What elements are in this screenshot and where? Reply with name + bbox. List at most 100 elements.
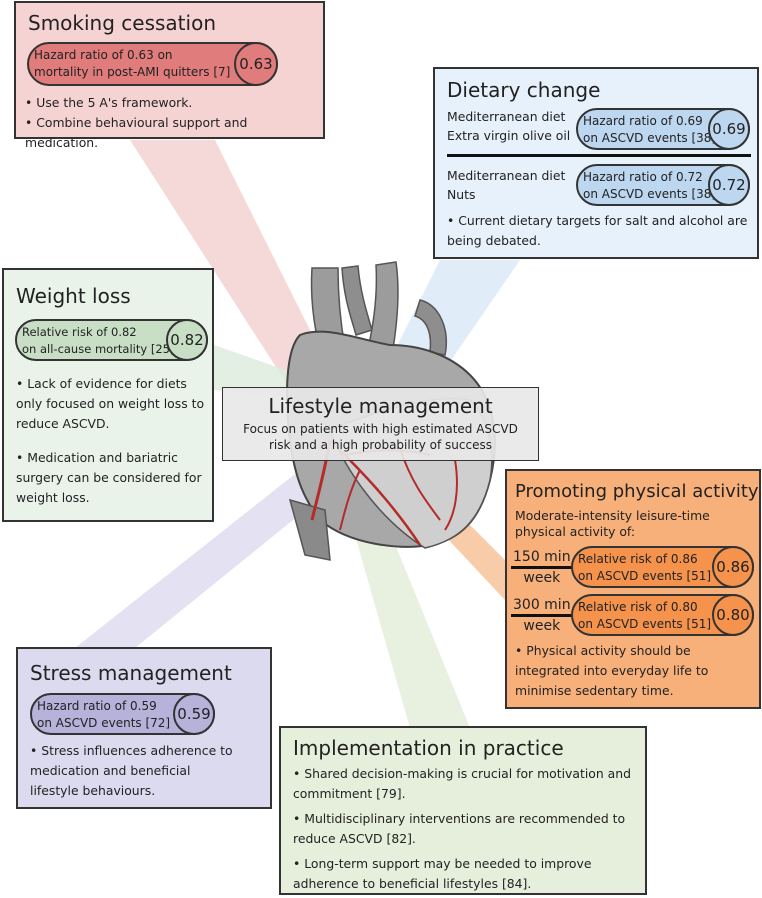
weight-stat-line1: Relative risk of 0.82	[22, 325, 137, 339]
diet-row2-label1: Mediterranean diet	[447, 168, 566, 183]
activity-row1-stat-text: Relative risk of 0.86 on ASCVD events [5…	[578, 551, 711, 585]
diet-row1-value: 0.69	[708, 108, 750, 150]
lifestyle-management-panel: Lifestyle management Focus on patients w…	[222, 387, 539, 461]
diet-row1-label1: Mediterranean diet	[447, 109, 566, 124]
activity-row1-stat-line2: on ASCVD events [51]	[578, 569, 712, 583]
diet-row2-stat-line1: Hazard ratio of 0.72	[583, 170, 703, 184]
activity-row2-stat-line1: Relative risk of 0.80	[578, 600, 698, 614]
smoking-stat-value: 0.63	[234, 42, 278, 86]
activity-bullet-line2: integrated into everyday life to	[515, 663, 709, 678]
activity-row1-den: week	[523, 570, 561, 586]
activity-row2-pill: Relative risk of 0.80 on ASCVD events [5…	[571, 594, 754, 636]
diet-row1-pill: Hazard ratio of 0.69 on ASCVD events [38…	[576, 108, 750, 150]
stress-stat-pill: Hazard ratio of 0.59 on ASCVD events [72…	[30, 693, 215, 735]
weight-stat-text: Relative risk of 0.82 on all-cause morta…	[22, 324, 174, 358]
smoking-bullet-2: • Combine behavioural support and medica…	[25, 115, 248, 150]
beam-implementation	[345, 495, 470, 728]
stress-bullet-line2: medication and beneficial	[30, 763, 191, 778]
weight-bullet2-line2: surgery can be considered for	[16, 470, 202, 485]
activity-intro: Moderate-intensity leisure-time physical…	[515, 508, 710, 540]
implementation-bullets: • Shared decision-making is crucial for …	[293, 764, 631, 894]
activity-row2-value: 0.80	[712, 594, 754, 636]
beam-weight	[214, 345, 300, 400]
diet-title: Dietary change	[447, 78, 601, 102]
physical-activity-panel: Promoting physical activity Moderate-int…	[505, 469, 761, 709]
dietary-change-panel: Dietary change Mediterranean diet Extra …	[433, 67, 759, 259]
activity-row2-stat-text: Relative risk of 0.80 on ASCVD events [5…	[578, 599, 711, 633]
stress-bullet-line1: • Stress influences adherence to	[30, 743, 233, 758]
weight-bullet2-line1: • Medication and bariatric	[16, 450, 178, 465]
impl-bullet2-line1: • Multidisciplinary interventions are re…	[293, 811, 626, 826]
weight-bullet1-line2: only focused on weight loss to	[16, 396, 205, 411]
impl-bullet3-line1: • Long-term support may be needed to imp…	[293, 856, 592, 871]
diet-bullet-line1: • Current dietary targets for salt and a…	[447, 213, 748, 228]
diet-row2-value: 0.72	[708, 164, 750, 206]
smoking-stat-pill: Hazard ratio of 0.63 on mortality in pos…	[27, 42, 278, 86]
stress-bullet-line3: lifestyle behaviours.	[30, 783, 156, 798]
center-title: Lifestyle management	[268, 394, 493, 418]
weight-bullet2-line3: weight loss.	[16, 490, 90, 505]
diet-bullets: • Current dietary targets for salt and a…	[447, 211, 747, 251]
activity-row1-num: 150 min	[511, 549, 573, 569]
activity-row2-fraction: 300 min week	[511, 597, 573, 634]
diet-row2-stat-line2: on ASCVD events [38]	[583, 187, 717, 201]
activity-row1-fraction: 150 min week	[511, 549, 573, 586]
diet-row2-pill: Hazard ratio of 0.72 on ASCVD events [38…	[576, 164, 750, 206]
activity-title: Promoting physical activity	[515, 481, 759, 502]
diet-row1-stat-line1: Hazard ratio of 0.69	[583, 114, 703, 128]
center-line2: risk and a high probability of success	[269, 438, 492, 452]
weight-bullets: • Lack of evidence for diets only focuse…	[16, 374, 204, 508]
stress-stat-line2: on ASCVD events [72]	[37, 716, 171, 730]
impl-bullet2-line2: reduce ASCVD [82].	[293, 831, 416, 846]
center-line1: Focus on patients with high estimated AS…	[243, 422, 518, 436]
activity-row2-stat-line2: on ASCVD events [51]	[578, 617, 712, 631]
heart-icon	[286, 261, 496, 561]
diet-row1-label: Mediterranean diet Extra virgin olive oi…	[447, 107, 570, 145]
weight-stat-pill: Relative risk of 0.82 on all-cause morta…	[15, 319, 208, 361]
smoking-bullets: • Use the 5 A's framework. • Combine beh…	[25, 93, 323, 153]
stress-management-panel: Stress management Hazard ratio of 0.59 o…	[16, 647, 272, 809]
beam-stress	[75, 470, 330, 648]
activity-bullet-line3: minimise sedentary time.	[515, 683, 674, 698]
smoking-cessation-panel: Smoking cessation Hazard ratio of 0.63 o…	[14, 1, 325, 150]
weight-bullet1-line1: • Lack of evidence for diets	[16, 376, 187, 391]
impl-bullet1-line2: commitment [79].	[293, 786, 406, 801]
activity-row2-den: week	[523, 618, 561, 634]
smoking-stat-text: Hazard ratio of 0.63 on mortality in pos…	[34, 47, 230, 81]
weight-loss-panel: Weight loss Relative risk of 0.82 on all…	[2, 268, 214, 522]
diet-row1-stat-line2: on ASCVD events [38]	[583, 131, 717, 145]
diet-row1-stat-text: Hazard ratio of 0.69 on ASCVD events [38…	[583, 113, 716, 147]
activity-bullets: • Physical activity should be integrated…	[515, 641, 708, 701]
diet-row2-label2: Nuts	[447, 187, 476, 202]
weight-bullet1-line3: reduce ASCVD.	[16, 416, 110, 431]
diet-row1-label2: Extra virgin olive oil	[447, 128, 571, 143]
diet-row2-label: Mediterranean diet Nuts	[447, 166, 565, 204]
stress-stat-value: 0.59	[173, 693, 215, 735]
activity-row2-num: 300 min	[511, 597, 573, 617]
activity-row1-pill: Relative risk of 0.86 on ASCVD events [5…	[571, 546, 754, 588]
smoking-title: Smoking cessation	[28, 11, 216, 35]
smoking-bullet-1: • Use the 5 A's framework.	[25, 95, 193, 110]
stress-bullets: • Stress influences adherence to medicat…	[30, 741, 233, 801]
diet-row2-stat-text: Hazard ratio of 0.72 on ASCVD events [38…	[583, 169, 716, 203]
activity-intro-line2: physical activity of:	[515, 524, 636, 539]
impl-bullet3-line2: adherence to beneficial lifestyles [84].	[293, 876, 532, 891]
implementation-panel: Implementation in practice • Shared deci…	[279, 726, 647, 895]
smoking-stat-line1: Hazard ratio of 0.63 on	[34, 48, 173, 62]
stress-stat-text: Hazard ratio of 0.59 on ASCVD events [72…	[37, 698, 170, 732]
impl-bullet1-line1: • Shared decision-making is crucial for …	[293, 766, 631, 781]
weight-stat-line2: on all-cause mortality [25]	[22, 342, 175, 356]
diet-divider	[447, 154, 751, 157]
implementation-title: Implementation in practice	[293, 736, 564, 760]
weight-title: Weight loss	[16, 284, 131, 308]
diet-bullet-line2: being debated.	[447, 233, 541, 248]
stress-title: Stress management	[30, 661, 232, 685]
activity-row1-value: 0.86	[712, 546, 754, 588]
stress-stat-line1: Hazard ratio of 0.59	[37, 699, 157, 713]
weight-bullet-spacer	[16, 434, 204, 448]
smoking-stat-line2: mortality in post-AMI quitters [7]	[34, 65, 231, 79]
activity-bullet-line1: • Physical activity should be	[515, 643, 691, 658]
weight-stat-value: 0.82	[166, 319, 208, 361]
activity-intro-line1: Moderate-intensity leisure-time	[515, 508, 710, 523]
